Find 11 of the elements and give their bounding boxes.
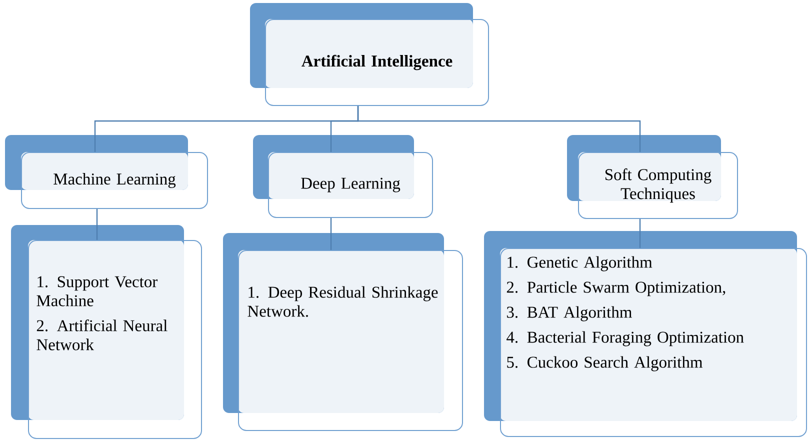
stacked-box: Artificial Intelligence <box>250 3 489 106</box>
connector-line <box>96 209 98 240</box>
stacked-box: Machine Learning <box>5 135 208 209</box>
connector-line <box>639 219 641 248</box>
stacked-box: Soft Computing Techniques <box>567 135 738 219</box>
connector-line <box>357 106 641 152</box>
stacked-box: 1. Genetic Algorithm 2. Particle Swarm Optimization, 3. BAT Algorithm 4. Bacterial Foraging Optimization 5. Cuckoo Search Algorithm <box>484 231 807 437</box>
connector-line <box>330 218 332 250</box>
stacked-box: 1. Deep Residual Shrinkage Network. <box>223 233 463 431</box>
stacked-box: 1. Support Vector Machine 2. Artificial Neural Network <box>11 225 202 439</box>
stacked-box: Deep Learning <box>253 135 433 218</box>
